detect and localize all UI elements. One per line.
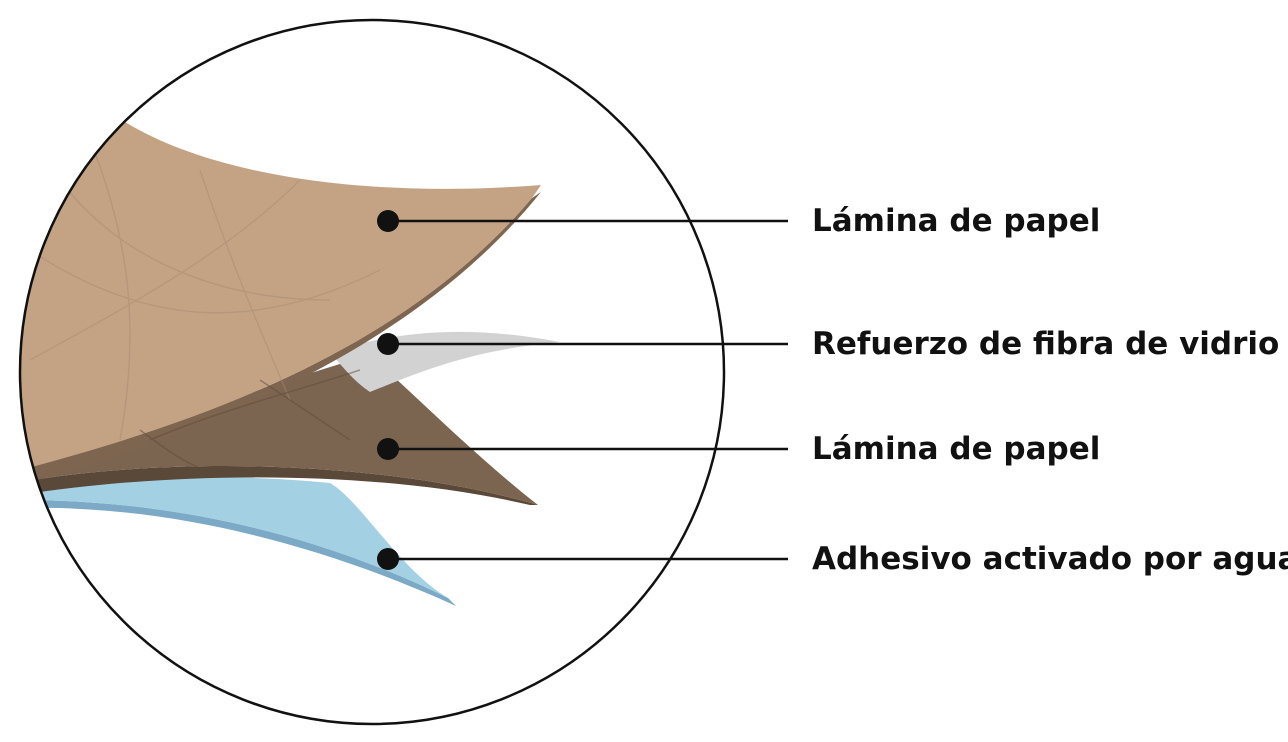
magnifier-outline [18, 18, 726, 726]
layer-label: Lámina de papel [812, 203, 1100, 239]
paper-texture [29, 139, 381, 441]
layer-label: Lámina de papel [812, 431, 1100, 467]
callout-dot [377, 210, 399, 232]
paper-texture-dark [139, 369, 361, 469]
callout-dot [377, 438, 399, 460]
bottom-paper-layer-edge [20, 466, 538, 505]
callout-bottom-paper: Lámina de papel [377, 431, 1100, 467]
callout-fiberglass: Refuerzo de fibra de vidrio [377, 326, 1279, 362]
callout-adhesive: Adhesivo activado por agua [377, 541, 1288, 577]
bottom-paper-layer [20, 355, 538, 505]
callout-dot [377, 333, 399, 355]
top-paper-layer [20, 120, 541, 470]
callout-dot [377, 548, 399, 570]
magnified-view [20, 120, 560, 606]
layer-label: Adhesivo activado por agua [812, 541, 1288, 577]
adhesive-layer [20, 477, 448, 598]
callout-top-paper: Lámina de papel [377, 203, 1100, 239]
layer-label: Refuerzo de fibra de vidrio [812, 326, 1279, 362]
